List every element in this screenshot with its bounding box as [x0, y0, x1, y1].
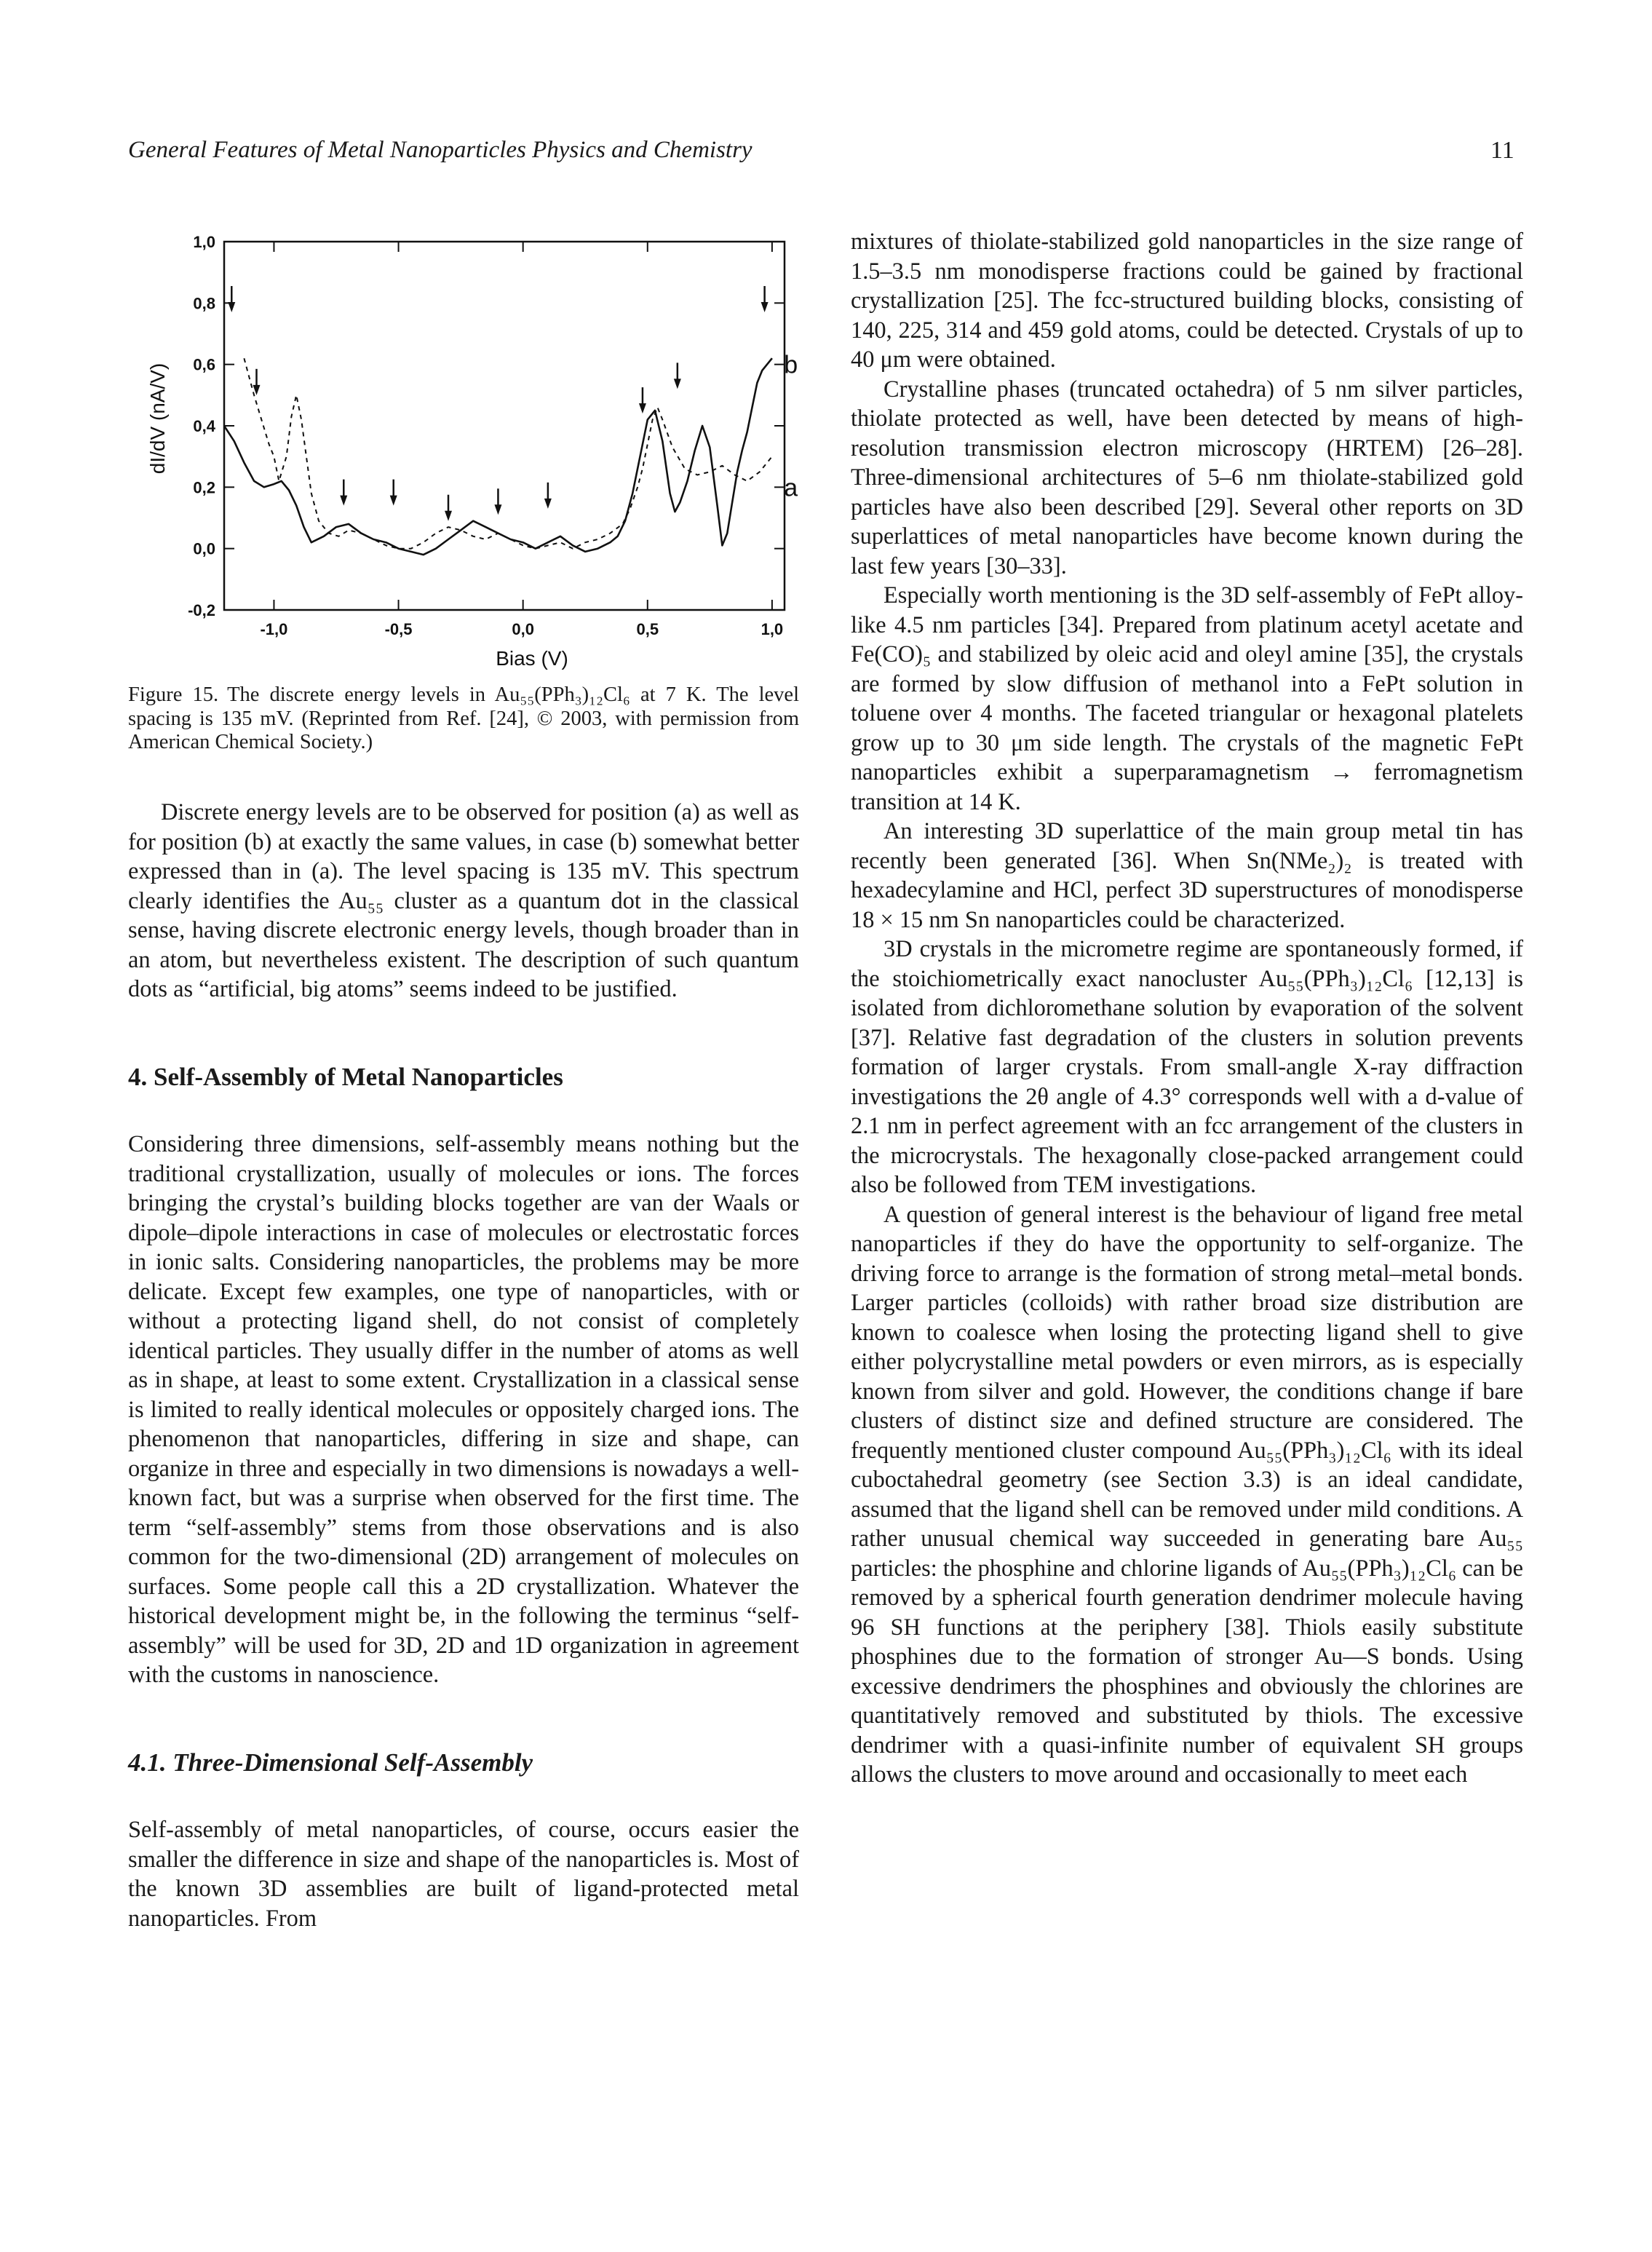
x-tick-label: 1,0: [761, 620, 784, 638]
y-tick-label: 0,2: [193, 478, 215, 496]
level-arrow-head: [494, 504, 502, 515]
paragraph: A question of general interest is the be…: [851, 1201, 1523, 1788]
series-line-a: [243, 357, 773, 550]
paragraph: Discrete energy levels are to be observe…: [128, 799, 799, 1002]
level-arrow-head: [544, 498, 552, 509]
curve-label-a: a: [784, 474, 798, 501]
level-arrow-head: [253, 384, 261, 395]
x-tick-label: -1,0: [260, 620, 287, 638]
paragraph: Self-assembly of metal nanoparticles, of…: [128, 1817, 799, 1932]
level-arrow-head: [673, 378, 681, 389]
level-arrow-head: [638, 403, 646, 414]
section-heading: 4. Self-Assembly of Metal Nanoparticles: [128, 1062, 563, 1091]
level-arrow-head: [340, 495, 348, 506]
plot-frame: [223, 240, 786, 611]
y-axis-label: dI/dV (nA/V): [146, 363, 169, 475]
x-tick-label: 0,5: [636, 620, 659, 638]
x-tick-label: 0,0: [512, 620, 534, 638]
level-arrow-head: [445, 510, 452, 521]
figure-caption: Figure 15.The discrete energy levels in …: [128, 683, 799, 755]
left-column: Discrete energy levels are to be observe…: [128, 798, 799, 1933]
y-tick-label: 0,0: [193, 540, 215, 558]
figure-caption-text: The discrete energy levels in Au₅₅(PPh₃)…: [128, 683, 799, 753]
x-tick-label: -0,5: [385, 620, 413, 638]
y-tick-label: 0,8: [193, 294, 215, 312]
level-arrow-head: [389, 495, 397, 506]
x-axis-label: Bias (V): [496, 647, 568, 670]
paragraph: Considering three dimensions, self-assem…: [128, 1131, 799, 1688]
subsection-heading: 4.1. Three-Dimensional Self-Assembly: [128, 1748, 533, 1777]
paragraph: 3D crystals in the micrometre regime are…: [851, 936, 1523, 1198]
curve-label-b: b: [784, 352, 798, 379]
y-tick-label: 0,6: [193, 356, 215, 374]
right-column: mixtures of thiolate-stabilized gold nan…: [851, 227, 1523, 1790]
paragraph: Especially worth mentioning is the 3D se…: [851, 582, 1523, 815]
paragraph: Crystalline phases (truncated octahedra)…: [851, 376, 1523, 579]
running-head: General Features of Metal Nanoparticles …: [128, 137, 752, 163]
page-number: 11: [1490, 137, 1514, 164]
y-tick-label: 1,0: [193, 233, 215, 251]
level-arrow-head: [228, 301, 236, 312]
y-tick-label: 0,4: [193, 417, 215, 435]
paragraph: mixtures of thiolate-stabilized gold nan…: [851, 229, 1523, 373]
level-arrow-head: [761, 301, 769, 312]
figure-15-chart: -1,0 -0,5 0,0 0,5 1,0 1,0 0,8 0,6 0,4 0,2 0,0 -0,2B…: [146, 233, 798, 670]
series-line-b: [223, 357, 773, 556]
paragraph: An interesting 3D superlattice of the ma…: [851, 818, 1523, 933]
y-tick-label: -0,2: [188, 601, 215, 619]
figure-label: Figure 15.: [128, 683, 219, 706]
